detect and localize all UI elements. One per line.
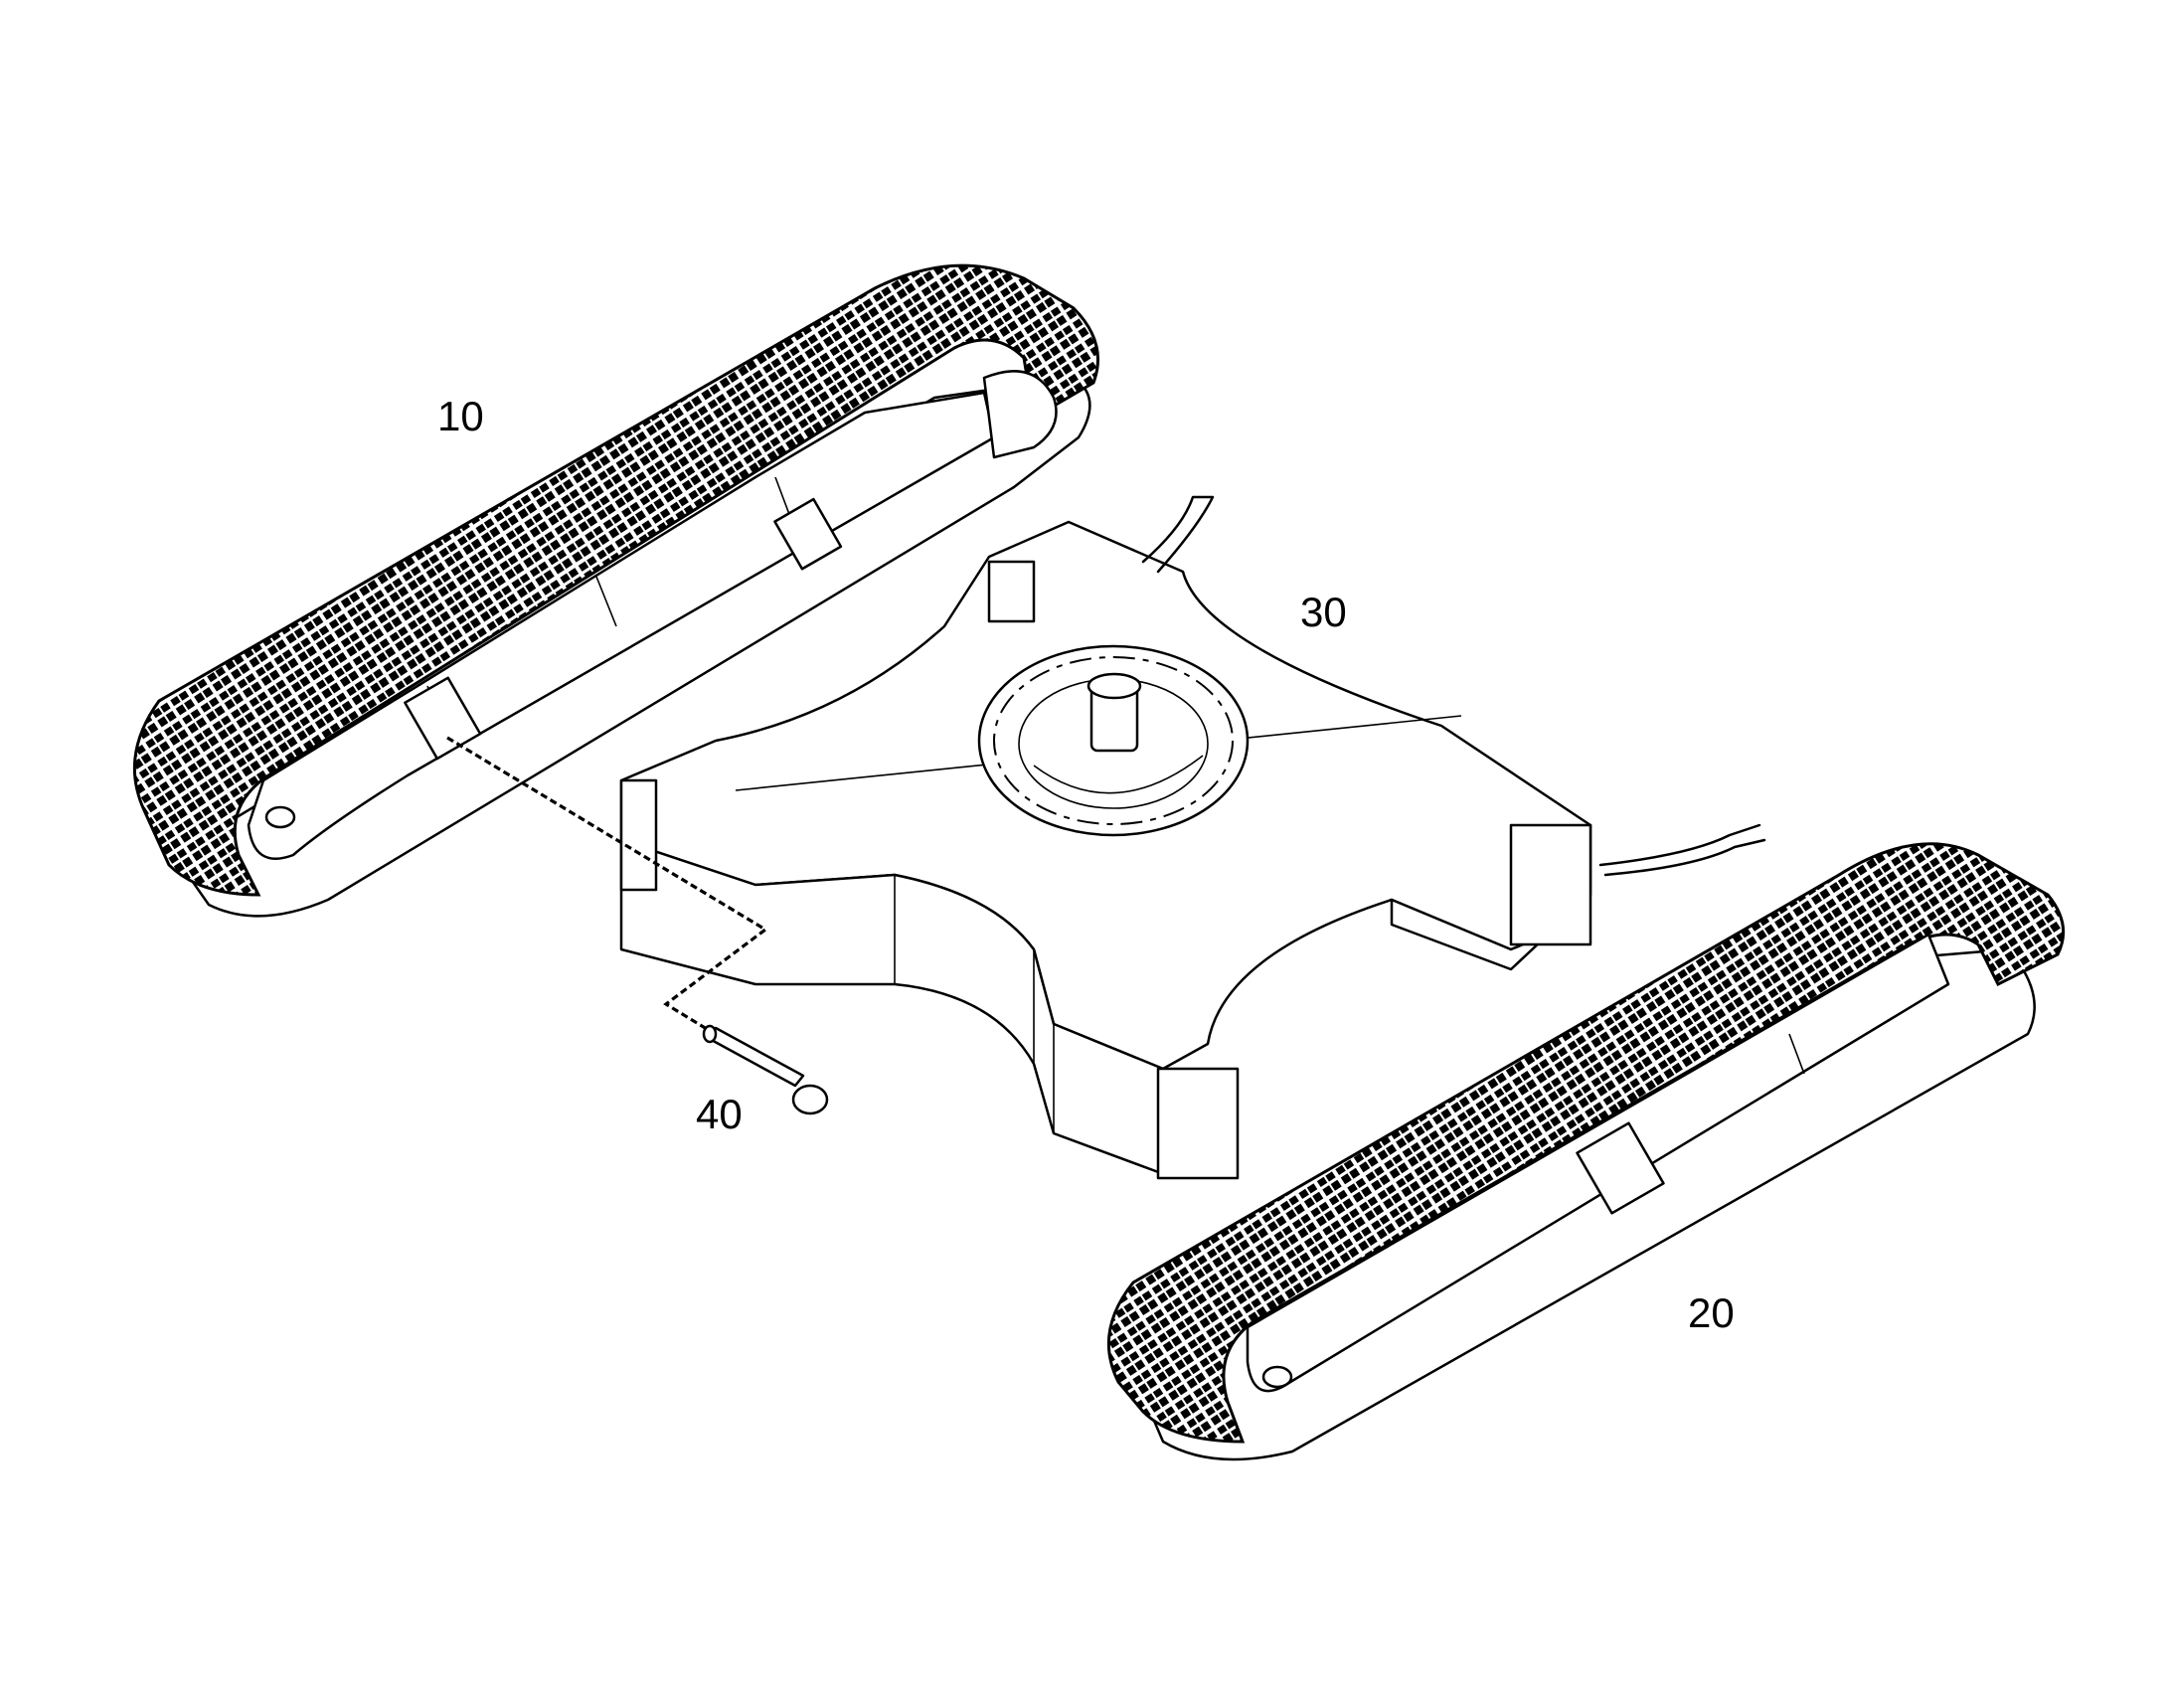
left-track-bracket — [773, 497, 843, 571]
connecting-pin-assembly — [446, 736, 829, 1115]
callout-right-track: 20 — [1688, 1289, 1735, 1336]
right-track-end-eye — [1261, 1365, 1293, 1389]
carbody-frame — [619, 495, 1766, 1180]
carbody-pad-rear — [987, 560, 1036, 623]
carbody-front-face — [619, 838, 1165, 1175]
callout-left-track: 10 — [437, 393, 484, 439]
carbody-pad-right — [1509, 823, 1592, 946]
callout-pin: 40 — [696, 1091, 743, 1137]
swivel-joint-cap — [1086, 672, 1142, 700]
hydraulic-hoses-front — [1598, 823, 1766, 877]
slewing-ring-bearing — [1033, 755, 1204, 794]
left-track-end-eye — [264, 805, 296, 829]
connecting-pin — [706, 1026, 805, 1088]
left-track-idler-cover — [982, 370, 1058, 459]
pin-end — [702, 1024, 718, 1044]
right-track-tread-belt — [1106, 842, 2066, 1444]
hydraulic-hoses-rear — [1141, 495, 1215, 574]
pin-head — [791, 1084, 829, 1115]
slewing-ring-bolt-circle — [993, 656, 1234, 825]
right-crawler-track — [1106, 842, 2066, 1461]
carbody-pad-front — [1156, 1067, 1240, 1180]
left-track-tread-belt — [132, 263, 1099, 897]
callout-carbody: 30 — [1300, 589, 1347, 635]
left-crawler-track — [132, 263, 1099, 918]
carbody-pad-left — [619, 778, 658, 892]
right-track-mount-plate — [1576, 1121, 1665, 1215]
